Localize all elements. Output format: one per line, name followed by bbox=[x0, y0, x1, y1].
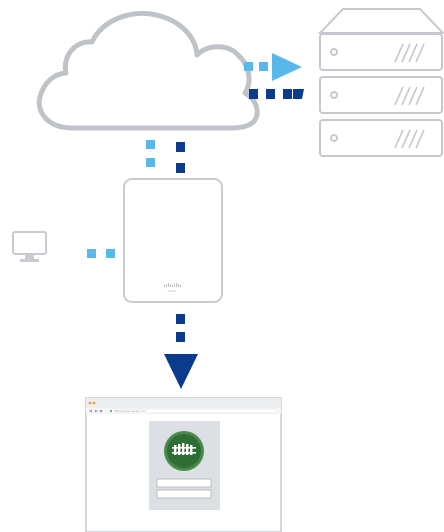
reload-icon bbox=[99, 409, 103, 413]
logo-icon bbox=[164, 431, 204, 471]
cloud-to-server-dark-line bbox=[249, 89, 304, 99]
server-rack-icon bbox=[317, 8, 444, 157]
monitor-icon bbox=[12, 231, 47, 262]
client-to-ap-light-link bbox=[87, 249, 115, 258]
password-field[interactable] bbox=[156, 489, 212, 499]
cloud-icon bbox=[36, 11, 260, 131]
username-field[interactable] bbox=[156, 478, 212, 488]
url-text: https://www.meraki.com bbox=[114, 409, 146, 413]
brand-label: cisco bbox=[167, 289, 176, 293]
back-icon bbox=[89, 409, 92, 413]
browser-window: https://www.meraki.com bbox=[85, 397, 282, 532]
access-point-icon: cisco bbox=[123, 178, 223, 303]
window-dot-icon bbox=[92, 401, 96, 405]
ap-to-browser-dark-arrow bbox=[164, 314, 198, 389]
cloud-to-server-light-arrow bbox=[244, 53, 302, 81]
window-dot-icon bbox=[88, 401, 92, 405]
lock-icon bbox=[110, 410, 112, 412]
cloud-to-ap-light-link bbox=[146, 140, 155, 167]
forward-icon bbox=[95, 409, 98, 413]
cloud-to-ap-dark-link bbox=[176, 142, 185, 173]
